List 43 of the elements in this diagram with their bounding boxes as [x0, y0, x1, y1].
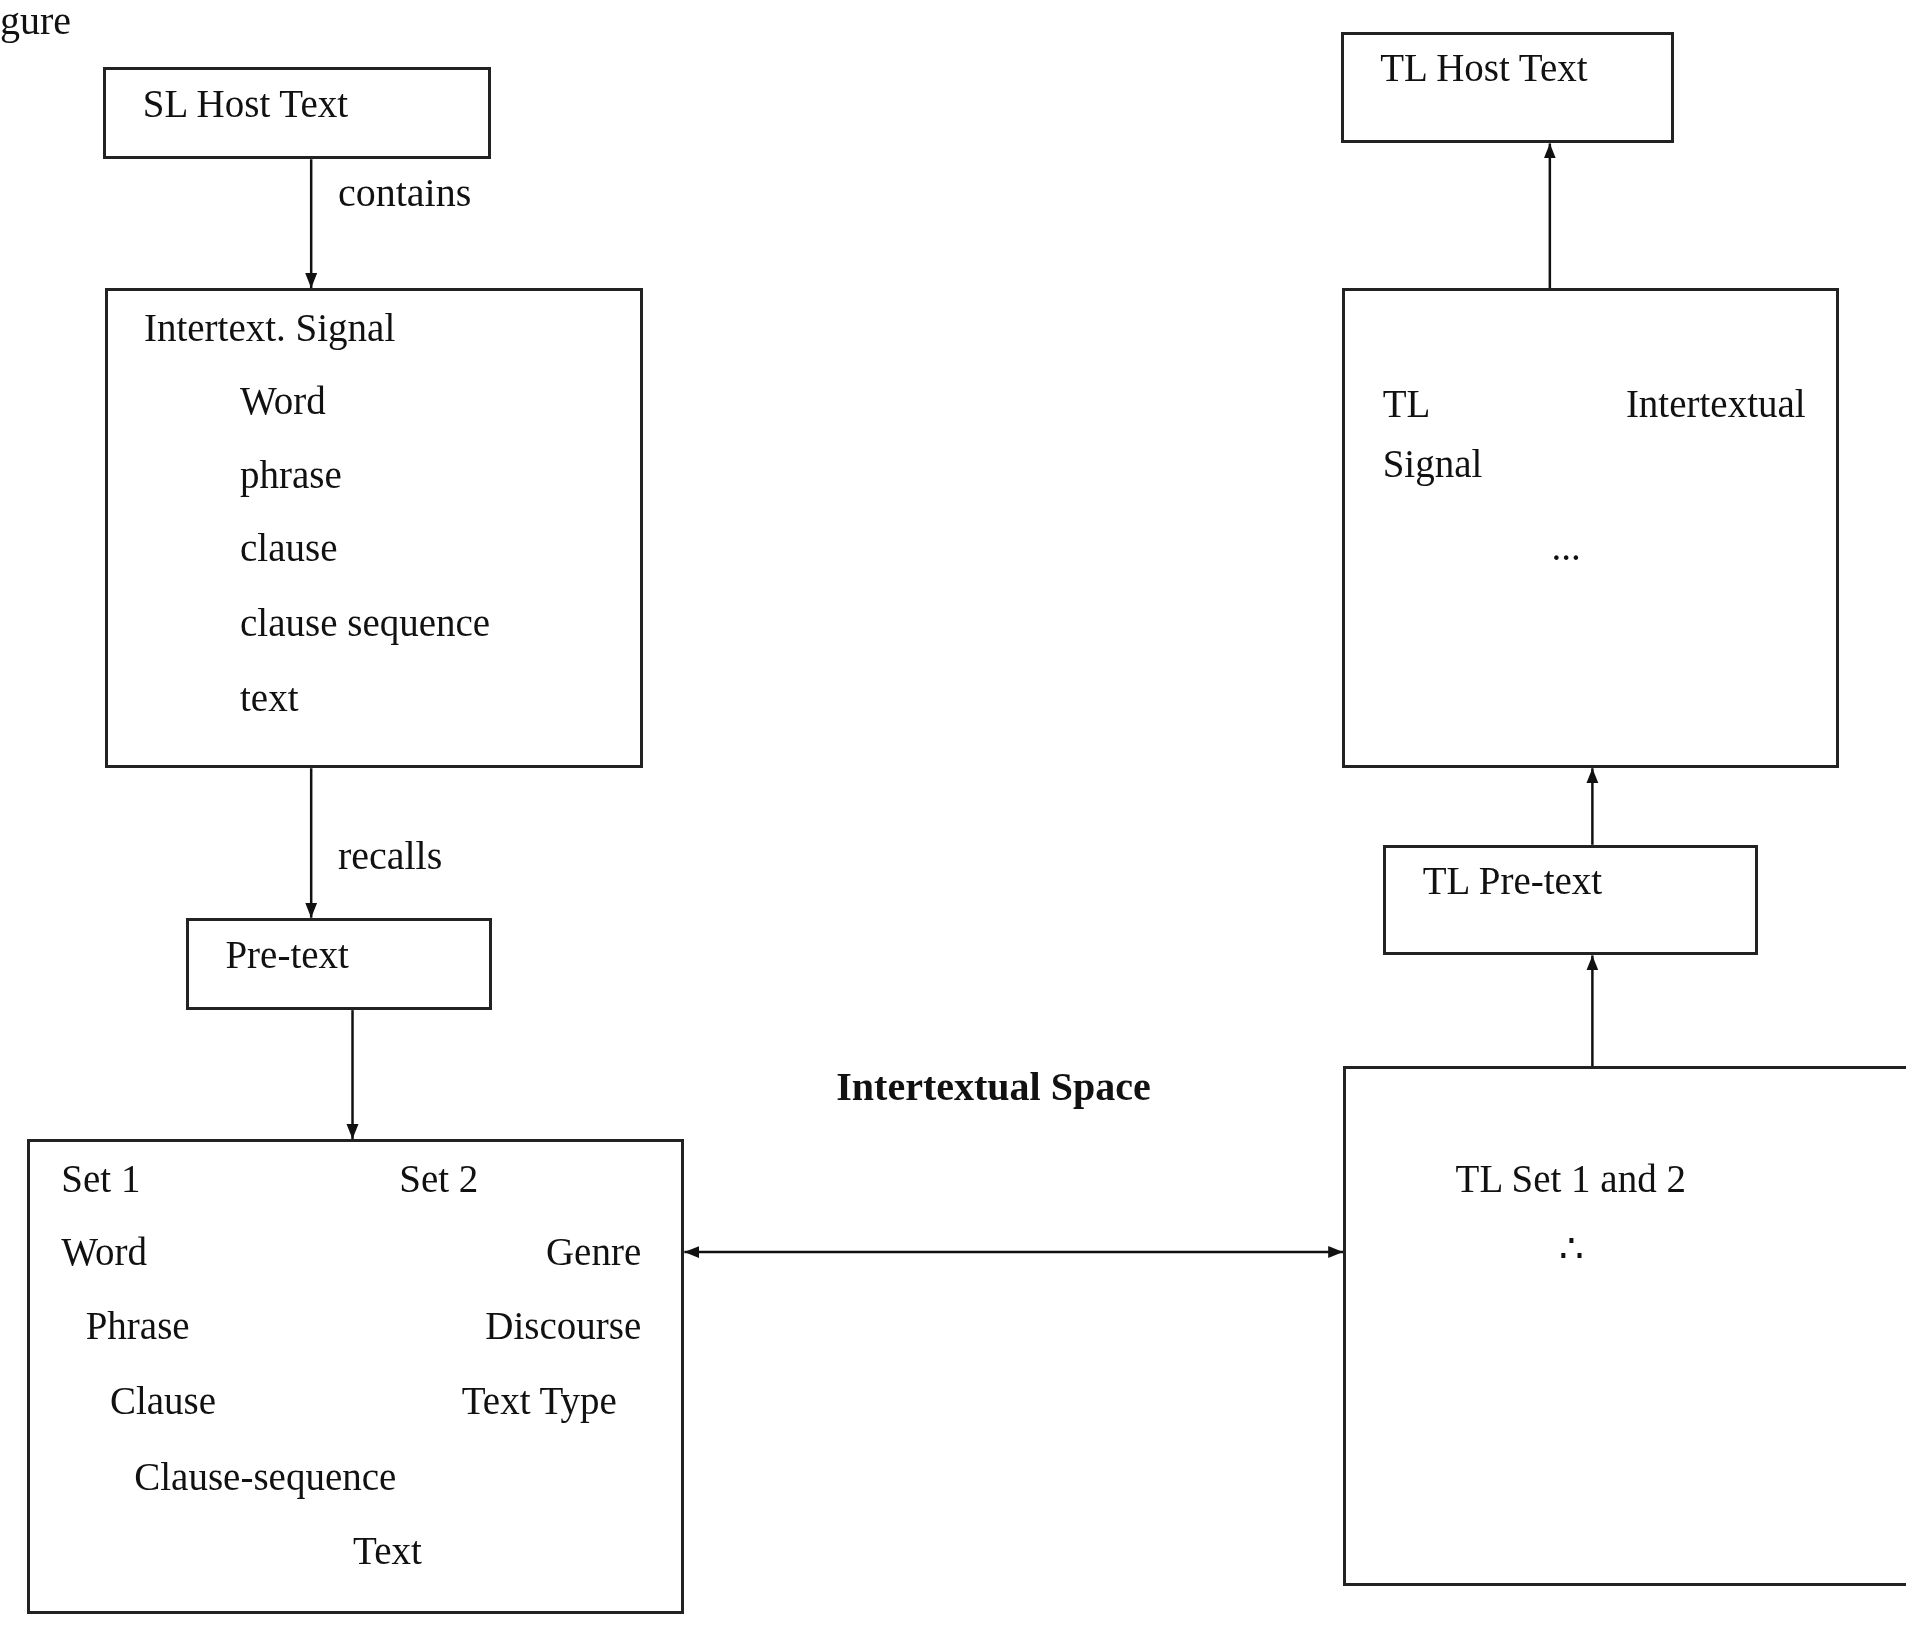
node-text: TL Host Text	[1380, 45, 1588, 91]
node-text: Word	[61, 1229, 147, 1275]
node-text: phrase	[240, 453, 342, 498]
node-text: text	[240, 675, 299, 721]
node-text: Discourse	[485, 1303, 642, 1349]
node-text: Text Type	[461, 1379, 617, 1425]
text-box	[103, 66, 492, 160]
text-box	[1343, 1066, 1906, 1587]
text-box	[1383, 844, 1758, 956]
arrow	[1586, 955, 1599, 1067]
arrow	[684, 1246, 1344, 1259]
text-box	[26, 1138, 685, 1615]
node-text: Pre-text	[225, 933, 349, 979]
arrow	[346, 1010, 359, 1139]
arrow	[1543, 143, 1556, 289]
node-text: Phrase	[85, 1303, 190, 1349]
text-label: gure	[0, 0, 72, 44]
node-text: TL Pre-text	[1422, 859, 1603, 904]
node-text: Clause	[109, 1379, 217, 1425]
arrow	[305, 768, 318, 918]
node-text: SL Host Text	[142, 82, 349, 128]
node-text: clause	[240, 526, 338, 571]
text-box	[185, 917, 493, 1011]
text-box	[1341, 288, 1840, 769]
node-text: TL Intertextual Signal	[1382, 381, 1806, 488]
node-text: Genre	[545, 1229, 642, 1275]
node-text: Intertext. Signal	[144, 305, 396, 351]
edge-label: recalls	[337, 832, 443, 879]
node-text: ...	[1551, 524, 1581, 570]
text-box	[1340, 31, 1674, 144]
node-text: Text	[353, 1528, 422, 1574]
node-text: clause sequence	[240, 601, 491, 647]
node-text: TL Set 1 and 2	[1455, 1156, 1686, 1202]
node-text: Word	[240, 378, 326, 424]
arrow	[1586, 768, 1599, 845]
text-box	[104, 288, 643, 769]
arrow	[305, 159, 318, 289]
node-text: Set 2	[399, 1156, 479, 1202]
edge-label: contains	[337, 170, 472, 217]
node-text: Clause-sequence	[134, 1454, 397, 1500]
node-text: ∴	[1558, 1227, 1584, 1273]
node-text: Set 1	[61, 1156, 141, 1202]
text-label: Intertextual Space	[836, 1063, 1151, 1110]
